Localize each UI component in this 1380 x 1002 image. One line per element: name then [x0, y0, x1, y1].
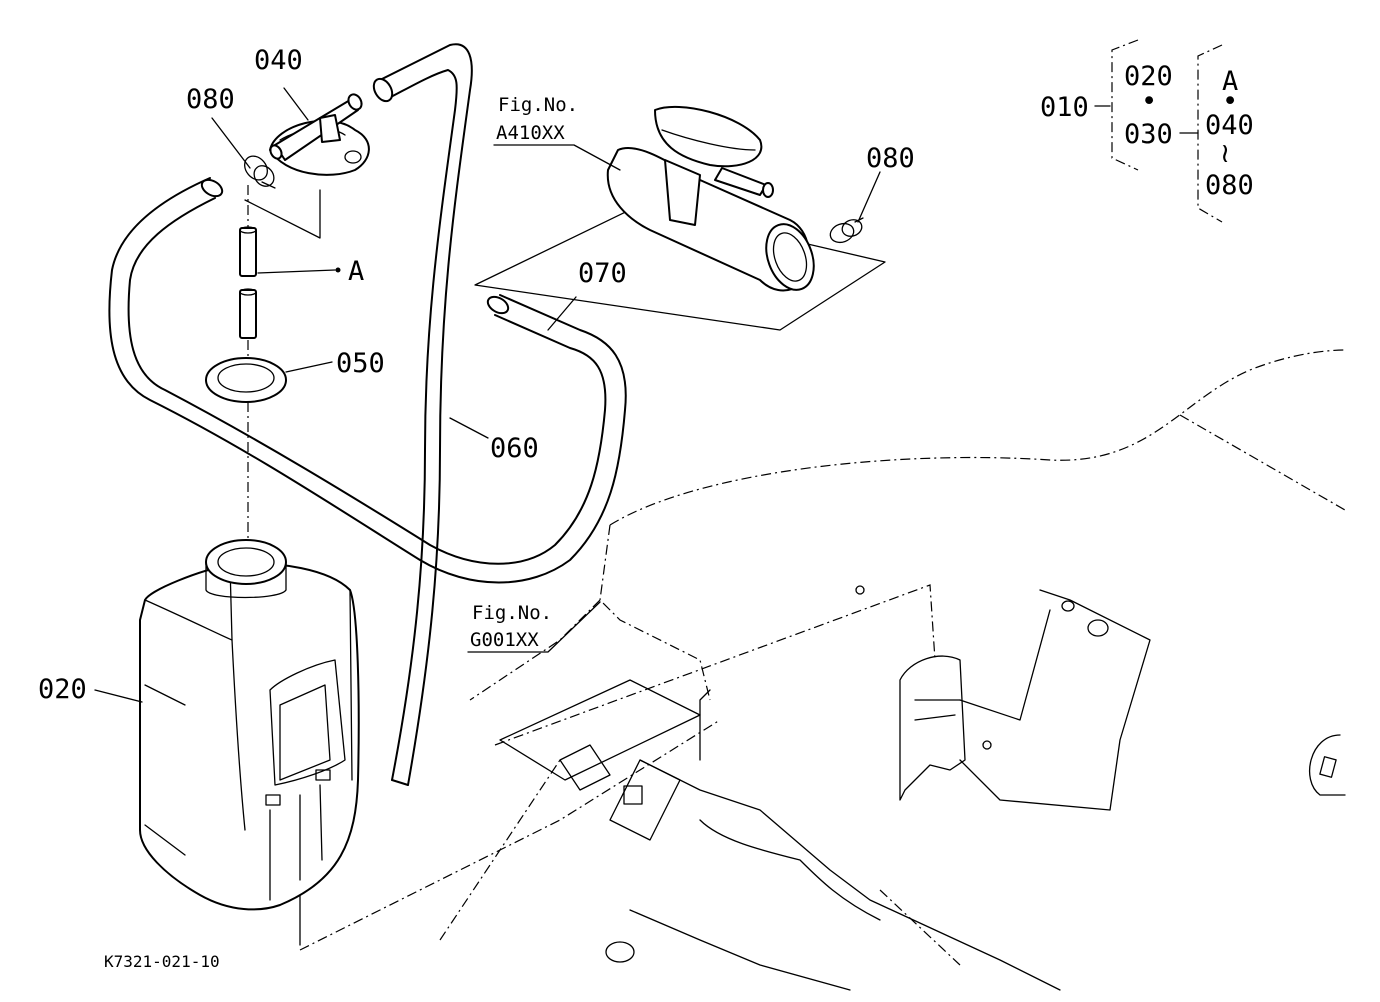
tree-range: ≀	[1220, 138, 1230, 169]
callout-a: A	[348, 256, 364, 287]
reserve-tank-020	[139, 539, 360, 911]
callout-080-left: 080	[186, 84, 235, 115]
tank-cap-040	[269, 93, 370, 176]
radiator-cap-assembly	[474, 105, 886, 331]
drawing-id: K7321-021-10	[104, 952, 220, 971]
callout-020: 020	[38, 674, 87, 705]
leader-lines	[94, 87, 881, 703]
callout-050: 050	[336, 348, 385, 379]
filler-tube-a	[239, 226, 257, 339]
fig-ref-label-1: Fig.No.	[498, 94, 578, 116]
hose-clip-080-left	[244, 155, 276, 189]
callout-070: 070	[578, 258, 627, 289]
tree-020: 020	[1124, 61, 1173, 92]
assembly-tree-brackets	[1094, 39, 1223, 223]
fig-ref-code-1: A410XX	[496, 122, 565, 144]
hose-070	[108, 177, 627, 584]
tree-030: 030	[1124, 119, 1173, 150]
mounting-bracket	[855, 585, 1346, 811]
frame-structure	[499, 679, 1061, 991]
fig-ref-code-2: G001XX	[470, 629, 539, 651]
tree-a: A	[1222, 66, 1238, 97]
fig-ref-label-2: Fig.No.	[472, 602, 552, 624]
tree-root-010: 010	[1040, 92, 1089, 123]
callout-040: 040	[254, 45, 303, 76]
packing-ring-050	[205, 357, 287, 403]
assembly-center-lines	[244, 185, 721, 951]
hose-060	[372, 43, 473, 786]
tree-080: 080	[1205, 170, 1254, 201]
callout-080-right: 080	[866, 143, 915, 174]
tree-dot-1: •	[1141, 86, 1157, 117]
hose-clip-080-right	[829, 217, 864, 244]
tree-dot-2: •	[1222, 86, 1238, 117]
machine-body-outline	[439, 349, 1346, 966]
callout-060: 060	[490, 433, 539, 464]
tree-040: 040	[1205, 110, 1254, 141]
